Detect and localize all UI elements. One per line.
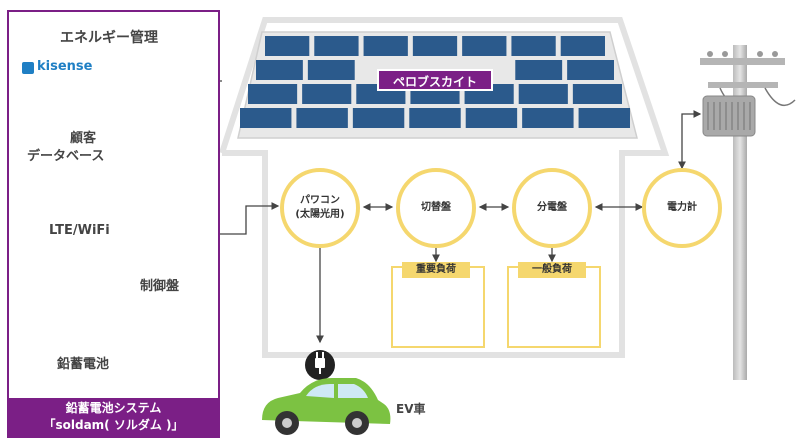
solar-cell — [567, 60, 614, 80]
solar-cell — [560, 36, 605, 56]
switchboard-label: 切替盤 — [421, 202, 451, 213]
power-conditioner-sublabel: (太陽光用) — [295, 209, 345, 220]
customer-db-line1: 顧客 — [70, 131, 97, 146]
distribution-board-label: 分電盤 — [537, 202, 567, 213]
general-load-box — [507, 266, 601, 348]
kisense-logo-icon — [22, 62, 34, 74]
solar-cell — [462, 36, 507, 56]
solar-cell — [522, 108, 574, 128]
solar-cell — [352, 108, 405, 128]
system-name-banner: 鉛蓄電池システム 「soldam( ソルダム )」 — [9, 398, 218, 436]
solar-cell — [572, 84, 622, 104]
energy-management-label: エネルギー管理 — [60, 30, 158, 46]
power-meter-label: 電力計 — [667, 202, 697, 213]
power-meter-node: 電力計 — [642, 168, 722, 248]
solar-cell — [314, 36, 359, 56]
ev-label: EV車 — [396, 402, 426, 416]
solar-cell — [256, 60, 303, 80]
battery-label: 鉛蓄電池 — [57, 357, 110, 372]
power-conditioner-node: パワコン (太陽光用) — [280, 168, 360, 248]
important-load-label: 重要負荷 — [402, 262, 470, 278]
solar-cell — [265, 36, 310, 56]
solar-cell — [302, 84, 352, 104]
utility-pole — [700, 45, 796, 380]
solar-cell — [578, 108, 630, 128]
general-load-label: 一般負荷 — [518, 262, 586, 278]
power-conditioner-label: パワコン — [299, 195, 340, 206]
solar-cell — [412, 36, 458, 56]
customer-db-line2: データベース — [27, 149, 105, 164]
kisense-logo-text: kisense — [37, 59, 93, 74]
solar-cell — [409, 108, 461, 128]
plug-icon — [305, 350, 335, 380]
system-name-line2: 「soldam( ソルダム )」 — [43, 418, 184, 432]
left-panel — [7, 10, 220, 438]
solar-cell — [363, 36, 408, 56]
controller-label: 制御盤 — [140, 279, 180, 294]
house-outline — [219, 17, 670, 358]
switchboard-node: 切替盤 — [396, 168, 476, 248]
solar-cell — [240, 108, 292, 128]
solar-cell — [296, 108, 348, 128]
distribution-board-node: 分電盤 — [512, 168, 592, 248]
solar-cell — [518, 84, 568, 104]
perovskite-label: ペロブスカイト — [377, 69, 493, 91]
solar-cell — [248, 84, 298, 104]
solar-cell — [465, 108, 518, 128]
solar-cell — [307, 60, 355, 80]
solar-cell — [515, 60, 563, 80]
solar-cell — [511, 36, 556, 56]
ev-car-icon — [262, 378, 391, 435]
system-name-line1: 鉛蓄電池システム — [65, 401, 162, 415]
important-load-box — [391, 266, 485, 348]
lte-wifi-label: LTE/WiFi — [49, 223, 110, 238]
